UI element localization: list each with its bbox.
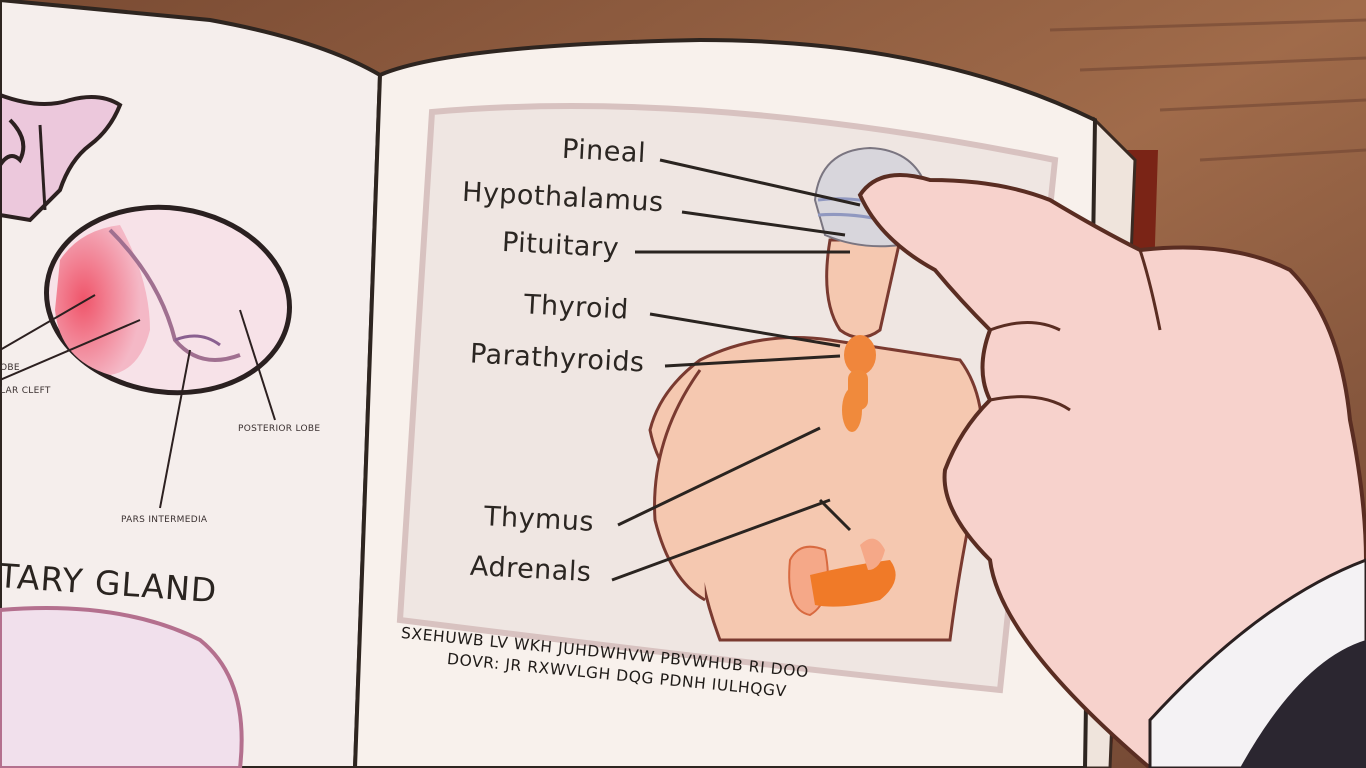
- label-thyroid: Thyroid: [523, 289, 630, 326]
- label-thymus: Thymus: [483, 501, 595, 538]
- label-posterior-lobe: POSTERIOR LOBE: [238, 424, 321, 434]
- label-pineal: Pineal: [561, 133, 647, 170]
- label-intermediate-cleft: LAR CLEFT: [0, 386, 51, 396]
- hand: [857, 173, 1366, 768]
- leader-lines: [611, 158, 861, 582]
- label-pituitary: Pituitary: [501, 226, 620, 265]
- label-adrenals: Adrenals: [469, 550, 593, 589]
- pituitary-illustration: [0, 92, 292, 768]
- wood-grain: [1049, 18, 1366, 162]
- label-pars-intermedia: PARS INTERMEDIA: [121, 515, 208, 525]
- label-anterior-lobe: OBE: [0, 363, 20, 373]
